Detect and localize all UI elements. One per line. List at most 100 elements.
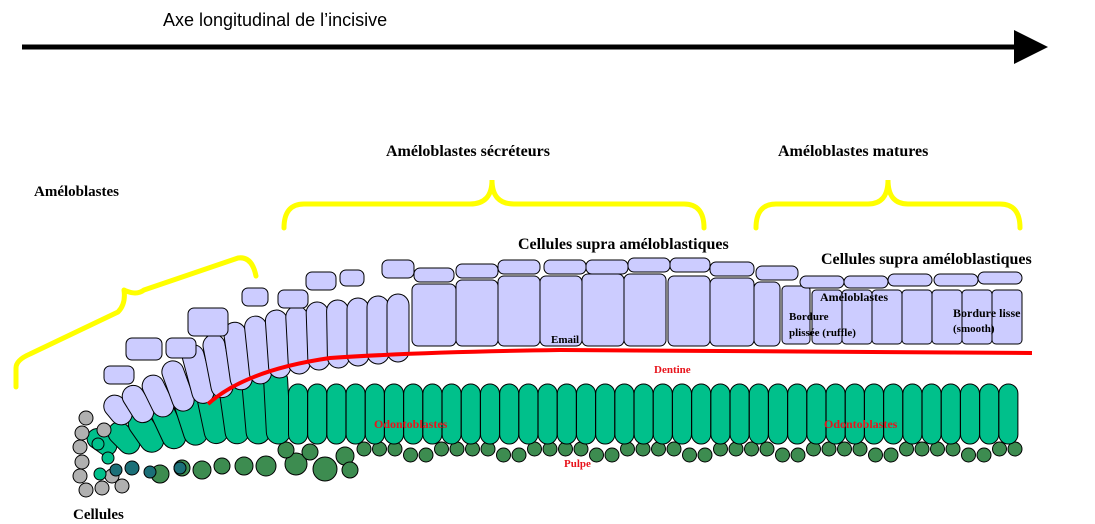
ameloblastes-inner-label: Améloblastes [820, 290, 888, 304]
supra-ameloblastic-cell [543, 259, 587, 275]
pulp-cell [589, 447, 604, 463]
pulp-cell [511, 447, 527, 463]
pulp-cell [992, 441, 1007, 457]
supra-ameloblastic-cell [305, 271, 337, 291]
supra-ameloblastic-cell [977, 271, 1023, 285]
stem-cell-cluster [72, 410, 187, 498]
supra-ameloblastic-cell [755, 265, 799, 281]
pulp-cell [759, 441, 775, 457]
odontoblast-cell [768, 383, 788, 445]
supra-ameloblastic-cell [277, 289, 309, 309]
stem-cell [74, 425, 90, 441]
secretory-ameloblasts-label: Améloblastes sécréteurs [386, 143, 550, 160]
odontoblastes-right-label: Odontoblastes [824, 417, 898, 431]
odontoblastes-left-label: Odontoblastes [374, 417, 448, 431]
supra-ameloblastic-cell [187, 307, 229, 337]
pulp-cell [697, 447, 713, 463]
supra-ameloblastic-cell [125, 337, 163, 361]
axis-title: Axe longitudinal de l’incisive [163, 10, 388, 30]
smooth-border-label-2: (smooth) [953, 323, 995, 335]
pulp-cell [234, 456, 254, 476]
stem-cell [78, 410, 94, 426]
pulp-cell [284, 452, 308, 476]
ameloblast-cell [709, 277, 755, 347]
bracket-mature [753, 179, 1023, 231]
stem-cell [94, 480, 110, 496]
ameloblast-cell [623, 273, 667, 347]
pulp-cell [914, 441, 930, 457]
smooth-border-label-1: Bordure lisse [953, 306, 1021, 320]
ruffle-border-label-2: plissée (ruffle) [789, 327, 856, 339]
pulp-cell [434, 441, 449, 457]
supra-ameloblastic-cell [413, 267, 455, 283]
odontoblast-cell [518, 383, 539, 445]
odontoblast-cell [364, 383, 385, 445]
odontoblast-cell [345, 383, 366, 445]
odontoblast-cell [556, 383, 577, 445]
stem-cell [114, 478, 130, 494]
odontoblast-cell [691, 383, 712, 445]
supra-ameloblastic-cell [709, 261, 755, 277]
ameloblast-cell [455, 279, 499, 347]
supra-ameloblastic-cell [585, 259, 629, 275]
ameloblast-cell [386, 293, 410, 363]
supra-ameloblastic-cell [799, 275, 845, 289]
ameloblastes-header-label: Améloblastes [34, 184, 119, 200]
ameloblast-cell [901, 289, 933, 345]
pulp-cell [192, 460, 212, 480]
ruffle-border-label-1: Bordure [789, 311, 829, 323]
ameloblast-cell [581, 273, 625, 347]
pulp-cell [837, 441, 852, 457]
pulp-cell [744, 441, 759, 457]
early-cell [101, 451, 115, 465]
early-cell [143, 465, 157, 479]
stem-cell [96, 422, 112, 438]
pulp-cell [418, 447, 434, 463]
odontoblast-cell [672, 383, 692, 445]
stem-cell [72, 468, 88, 484]
pulp-cell [883, 447, 899, 463]
odontoblast-cell [883, 383, 904, 445]
odontoblast-cell [940, 383, 961, 445]
ameloblast-cell [497, 275, 541, 347]
pulp-cell [277, 441, 295, 459]
odontoblast-cell [576, 383, 596, 445]
odontoblast-cell [806, 383, 827, 445]
pulpe-label: Pulpe [564, 458, 591, 470]
pulp-cell [790, 447, 806, 463]
supra-ameloblastic-cell [627, 257, 671, 273]
odontoblast-cell [480, 383, 500, 445]
pulp-cell [301, 443, 319, 461]
odontoblast-cell [960, 383, 980, 445]
dentine-label: Dentine [654, 364, 691, 376]
odontoblast-cell [499, 383, 520, 445]
stem-cell [72, 439, 88, 455]
bracket-secretory [281, 179, 707, 231]
ameloblast-cell [781, 285, 811, 345]
odontoblast-cell [998, 383, 1019, 445]
supra-ameloblastic-cell [669, 257, 711, 273]
supra-ameloblastic-layer [103, 257, 1023, 385]
pulp-cell [213, 457, 231, 475]
email-label: Email [551, 334, 580, 346]
supra-ameloblastic-secretory-label: Cellules supra améloblastiques [518, 236, 729, 253]
odontoblast-cell [921, 383, 942, 445]
supra-ameloblastic-cell [843, 275, 889, 289]
early-cell [124, 460, 140, 476]
pulp-cell [356, 441, 372, 457]
odontoblast-cell [864, 383, 884, 445]
odontoblast-cell [633, 383, 654, 445]
supra-ameloblastic-cell [497, 259, 541, 275]
pulp-cell [961, 447, 976, 463]
pulp-cell [604, 447, 620, 463]
dentin-boundary-line [206, 347, 1033, 406]
pulp-cell [976, 447, 992, 463]
odontoblast-cell [844, 383, 865, 445]
early-cell [91, 437, 105, 451]
pulp-cell [868, 447, 883, 463]
odontoblast-cell [710, 383, 731, 445]
odontoblast-cell [614, 383, 635, 445]
odontoblast-cell [537, 383, 558, 445]
odontoblast-cell [422, 383, 443, 445]
